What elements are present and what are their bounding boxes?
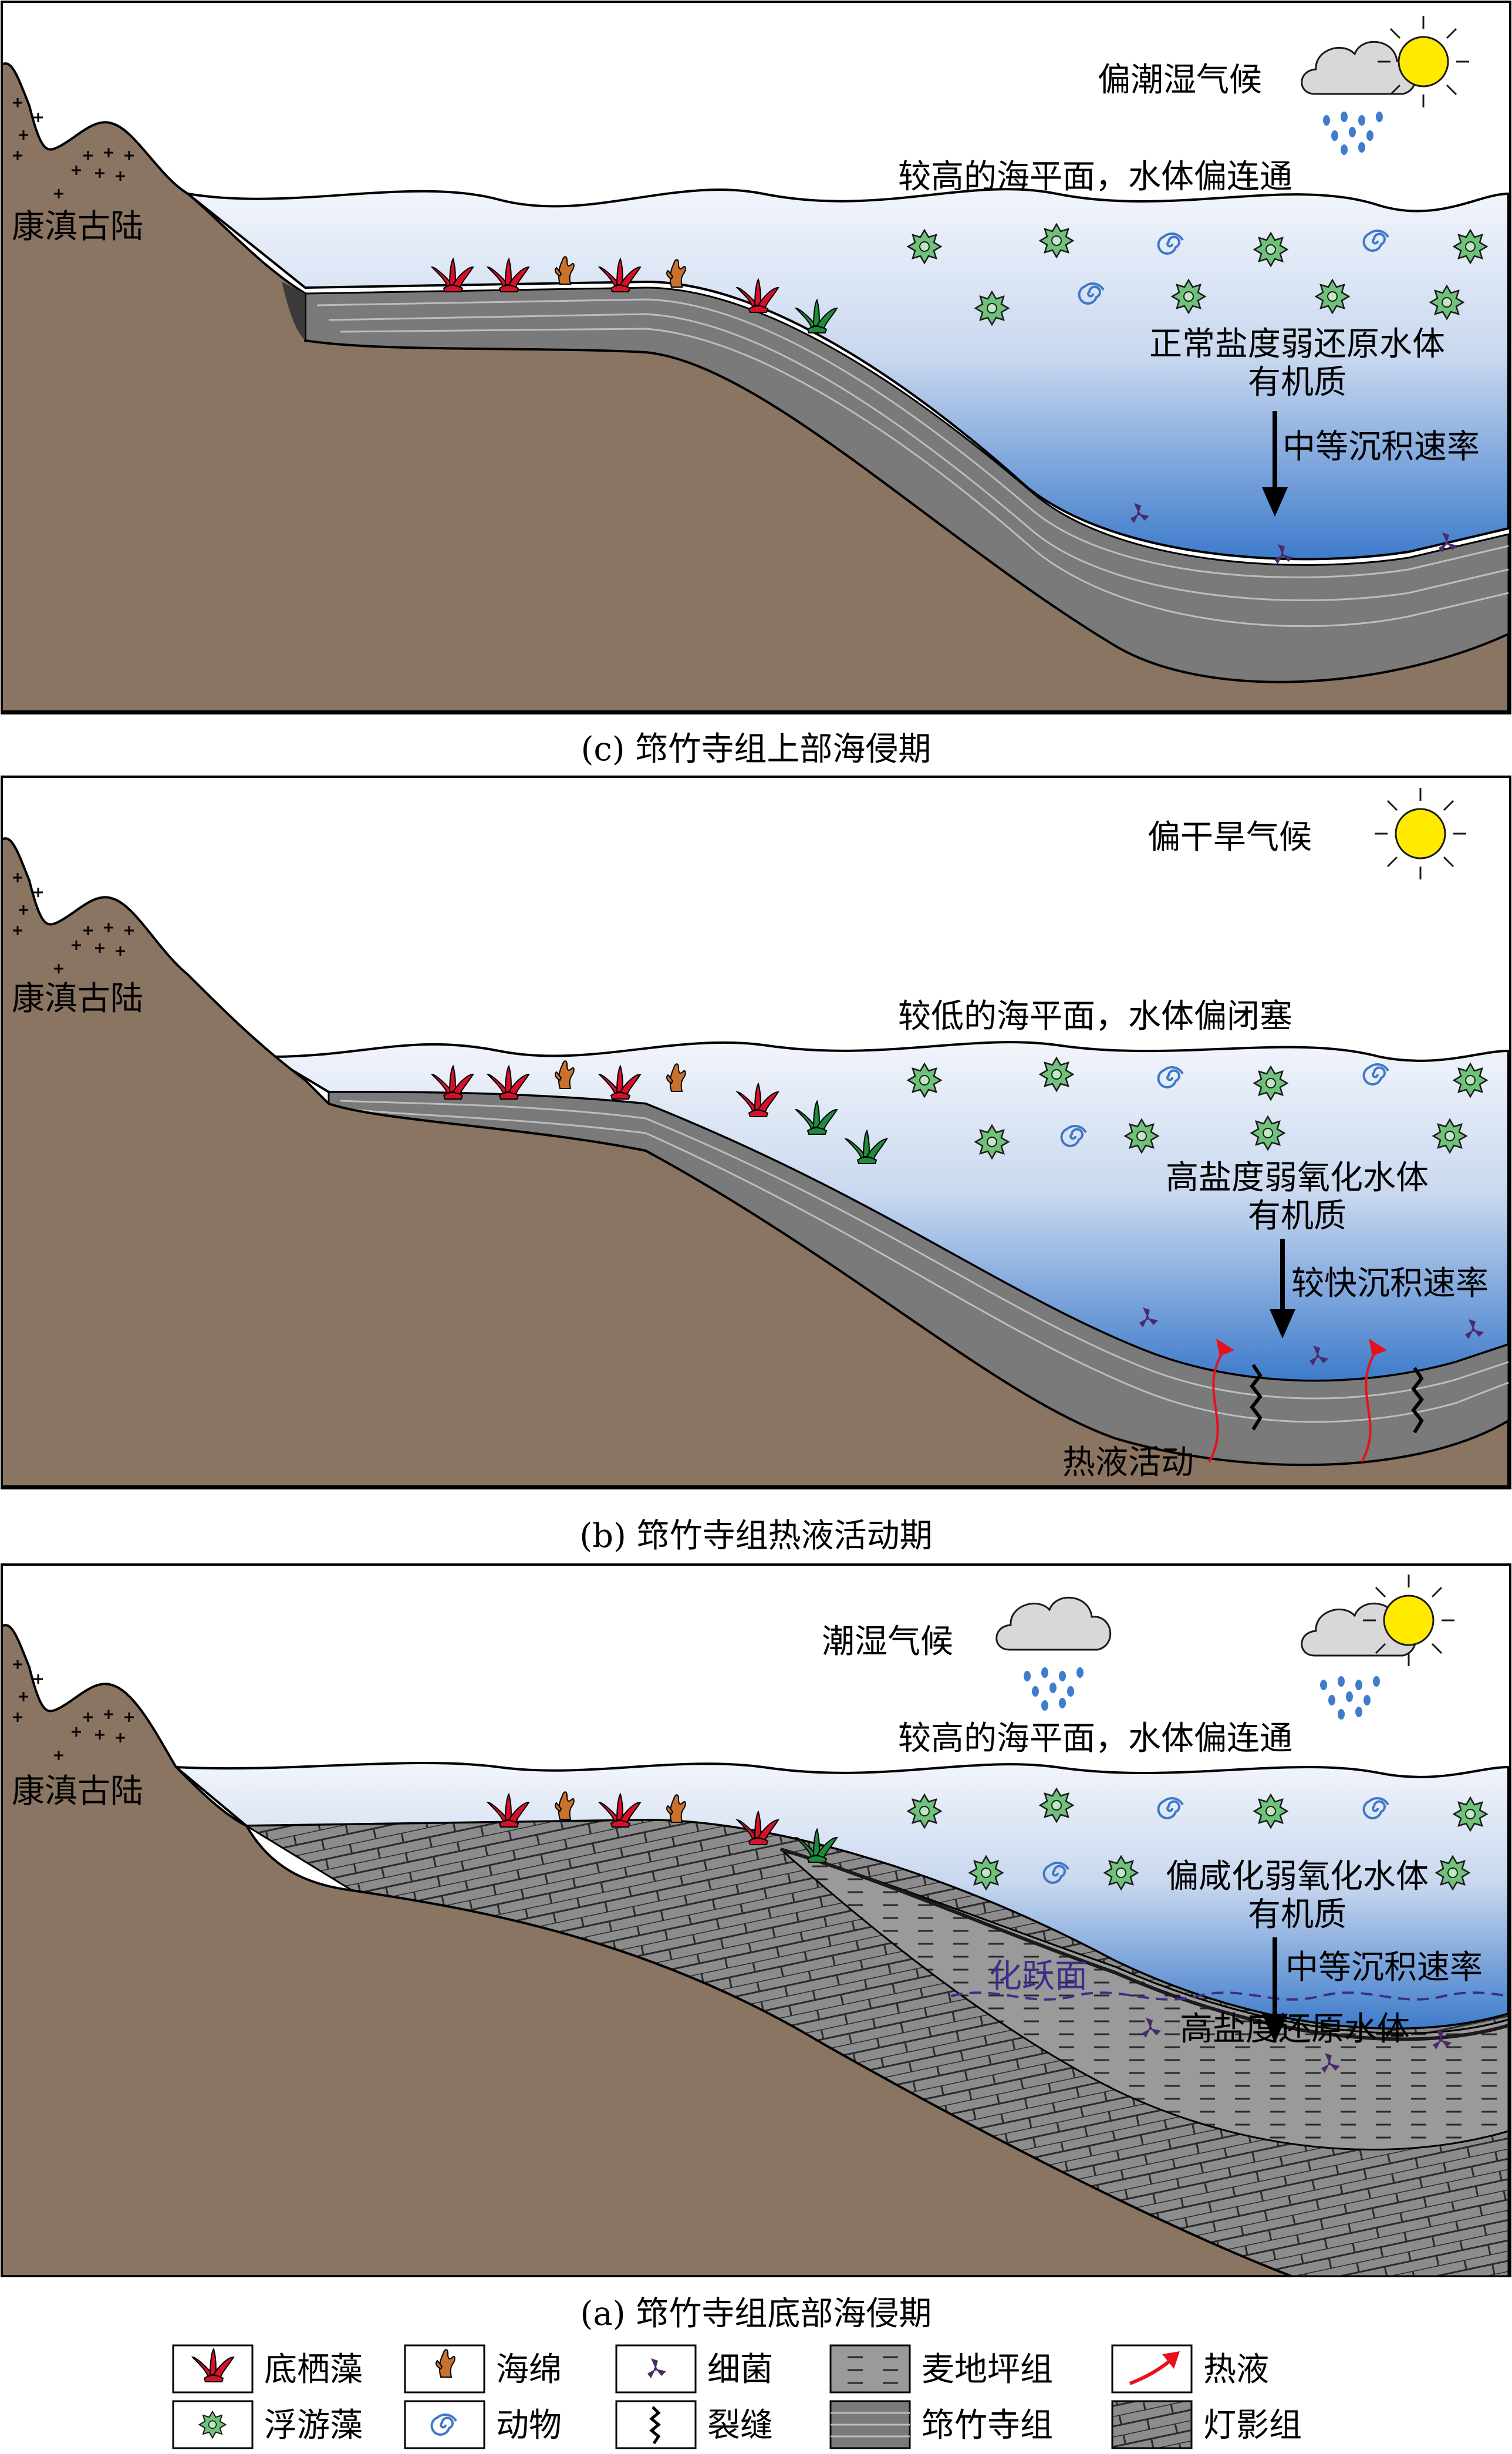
hydrothermal-arrow-icon — [1216, 1339, 1234, 1356]
organic-matter-label: 有机质 — [1248, 363, 1346, 402]
continent-label: 康滇古陆 — [12, 980, 143, 1018]
fracture-icon — [649, 2406, 661, 2445]
panel-a: 康滇古陆 潮湿气候 较高的海平面，水体偏连通 偏咸化弱氧化水体 有机质 化跃面 … — [0, 1563, 1511, 2277]
legend-label: 灯影组 — [1203, 2406, 1302, 2445]
climate-label: 潮湿气候 — [822, 1623, 953, 1661]
legend-label: 底栖藻 — [264, 2351, 363, 2389]
deep-water-label: 高盐度还原水体 — [1180, 2010, 1410, 2048]
hydrothermal-arrow-icon — [1369, 1339, 1387, 1356]
water-chemistry-label: 偏咸化弱氧化水体 — [1166, 1858, 1429, 1896]
dengying-formation-swatch — [1111, 2400, 1193, 2449]
maidiping-formation-swatch — [829, 2344, 911, 2394]
water-chemistry-label: 正常盐度弱还原水体 — [1149, 325, 1445, 363]
organic-matter-label: 有机质 — [1248, 1197, 1346, 1235]
legend-label: 细菌 — [707, 2351, 773, 2389]
bedding-lines — [340, 1100, 1509, 1423]
climate-label: 偏潮湿气候 — [1098, 61, 1262, 99]
chemocline-label: 化跃面 — [989, 1957, 1088, 1995]
legend-label: 海绵 — [496, 2351, 562, 2389]
legend-label: 筇竹寺组 — [922, 2406, 1053, 2445]
continent-label: 康滇古陆 — [12, 1772, 143, 1811]
maidiping-formation — [780, 1848, 1510, 2150]
legend-label: 动物 — [496, 2406, 562, 2445]
legend-label: 麦地坪组 — [922, 2351, 1053, 2389]
plankton-icon — [198, 2411, 227, 2439]
sedimentation-rate-label: 中等沉积速率 — [1283, 428, 1480, 466]
panel-a-caption: (a) 筇竹寺组底部海侵期 — [580, 2295, 932, 2333]
chemocline-line — [950, 1991, 1509, 2001]
legend-label: 浮游藻 — [264, 2406, 363, 2445]
land — [0, 1624, 1292, 2277]
land — [0, 62, 1510, 713]
panel-c: 康滇古陆 偏潮湿气候 较高的海平面，水体偏连通 正常盐度弱还原水体 有机质 中等… — [0, 1, 1511, 714]
land — [1, 837, 1510, 1488]
legend-label: 热液 — [1203, 2351, 1269, 2389]
organic-matter-label: 有机质 — [1248, 1896, 1346, 1934]
hydrothermal-arrow-icon — [1129, 2351, 1180, 2385]
legend: 底栖藻 海绵 细菌 麦地坪组 热液 浮游藻 动物 裂缝 筇竹寺组 灯影组 — [172, 2344, 1302, 2449]
water-chemistry-label: 高盐度弱氧化水体 — [1166, 1159, 1429, 1197]
panel-b-caption: (b) 筇竹寺组热液活动期 — [579, 1517, 932, 1555]
fracture-group — [1250, 1364, 1424, 1434]
climate-label: 偏干旱气候 — [1148, 818, 1312, 857]
bedding-lines — [316, 298, 1509, 628]
sea-level-label: 较低的海平面，水体偏闭塞 — [898, 997, 1292, 1036]
sea-level-label: 较高的海平面，水体偏连通 — [898, 1720, 1292, 1758]
sedimentation-rate-label: 中等沉积速率 — [1285, 1949, 1483, 1987]
legend-label: 裂缝 — [707, 2406, 773, 2445]
sedimentation-rate-label: 较快沉积速率 — [1291, 1265, 1489, 1303]
hydrothermal-label: 热液活动 — [1062, 1444, 1194, 1482]
continent-label: 康滇古陆 — [12, 208, 143, 246]
hydrothermal-arrows — [1208, 1349, 1378, 1462]
sea-level-label: 较高的海平面，水体偏连通 — [898, 158, 1292, 196]
panel-b: 康滇古陆 偏干旱气候 较低的海平面，水体偏闭塞 高盐度弱氧化水体 有机质 较快沉… — [1, 776, 1511, 1489]
panel-c-caption: (c) 筇竹寺组上部海侵期 — [581, 730, 932, 768]
